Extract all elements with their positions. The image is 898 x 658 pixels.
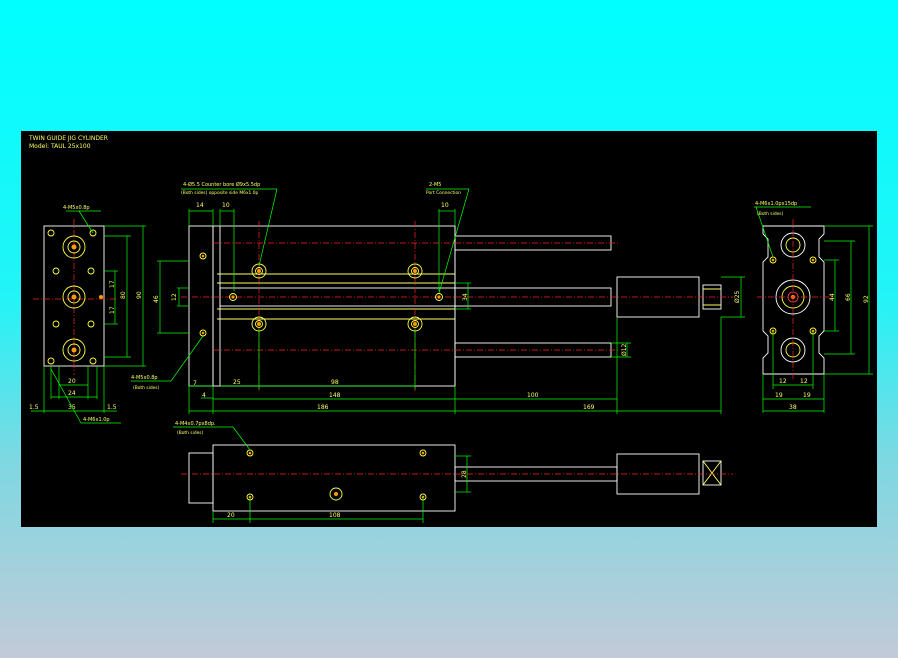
callout-port-line1: 2-M5 (429, 182, 441, 188)
dim-left-80: 80 (120, 291, 127, 299)
drawing-title: TWIN GUIDE JIG CYLINDER (28, 135, 108, 142)
dim-left-20: 20 (68, 378, 76, 385)
dim-top-25: 25 (233, 379, 241, 386)
dim-top-100: 100 (527, 392, 539, 399)
dim-top-46: 46 (153, 295, 160, 303)
callout-left-bottom-thread: 4-M6x1.0p (83, 417, 110, 423)
callout-port-line2: Port Connection (426, 190, 461, 196)
dim-top-d25: Ø25 (734, 290, 741, 303)
callout-mid-thread-line1: 4-M5x0.8p (131, 375, 158, 381)
dim-top-12: 12 (171, 293, 178, 301)
dim-right-44: 44 (829, 293, 836, 301)
dim-top-7: 7 (193, 380, 197, 387)
dim-right-19b: 19 (803, 392, 811, 399)
cad-drawing-panel: TWIN GUIDE JIG CYLINDER Model: TAUL 25x1… (21, 131, 877, 527)
dim-top-10b: 10 (441, 202, 449, 209)
dim-top-169: 169 (583, 404, 595, 411)
dim-right-66: 66 (845, 293, 852, 301)
dim-right-12a: 12 (779, 378, 787, 385)
callout-left-top-thread: 4-M5x0.8p (63, 205, 90, 211)
dim-top-148: 148 (329, 392, 341, 399)
dim-right-12b: 12 (800, 378, 808, 385)
dim-side-108: 108 (329, 512, 341, 519)
dim-right-92: 92 (863, 295, 870, 303)
dim-top-186: 186 (317, 404, 329, 411)
drawing-model: Model: TAUL 25x100 (29, 143, 91, 150)
dim-top-4: 4 (202, 392, 206, 399)
left-end-view: 90 80 17 17 20 24 35 1.5 1.5 4-M5x0.8p 4… (29, 205, 146, 424)
dim-right-38: 38 (789, 404, 797, 411)
dim-left-35: 35 (68, 404, 76, 411)
dim-left-90: 90 (136, 291, 143, 299)
dim-left-17a: 17 (109, 280, 116, 288)
dim-left-17b: 17 (109, 306, 116, 314)
dim-left-1-5b: 1.5 (107, 404, 117, 411)
callout-right-thread-line2: (Both sides) (757, 211, 784, 217)
dim-top-d12: Ø12 (621, 343, 628, 356)
top-view: 14 10 10 46 12 34 Ø12 Ø25 7 (131, 181, 745, 414)
dim-right-19a: 19 (775, 392, 783, 399)
callout-side-thread-line1: 4-M4x0.7px8dp. (175, 421, 216, 427)
dim-side-28: 28 (461, 470, 468, 478)
side-view: 28 20 108 4-M4x0.7px8dp. (Both sides) (173, 421, 733, 523)
dim-top-98: 98 (331, 379, 339, 386)
callout-counterbore-line2: (Both sides) opposite side M6x1.0p (181, 190, 259, 196)
right-end-view: 44 66 92 12 12 19 19 38 4-M6x1.0px15dp (… (754, 201, 873, 413)
dim-left-1-5a: 1.5 (29, 404, 39, 411)
dim-side-20: 20 (227, 512, 235, 519)
cad-drawing: TWIN GUIDE JIG CYLINDER Model: TAUL 25x1… (28, 135, 873, 523)
callout-mid-thread-line2: (Both sides) (133, 385, 160, 391)
dim-left-24: 24 (68, 390, 76, 397)
callout-side-thread-line2: (Both sides) (177, 430, 204, 436)
callout-right-thread-line1: 4-M6x1.0px15dp (755, 201, 797, 207)
dim-top-34: 34 (462, 293, 469, 301)
callout-counterbore-line1: 4-Ø5.5 Counter bore Ø9x5.5dp (183, 181, 260, 188)
dim-top-14: 14 (196, 202, 204, 209)
dim-top-10a: 10 (222, 202, 230, 209)
